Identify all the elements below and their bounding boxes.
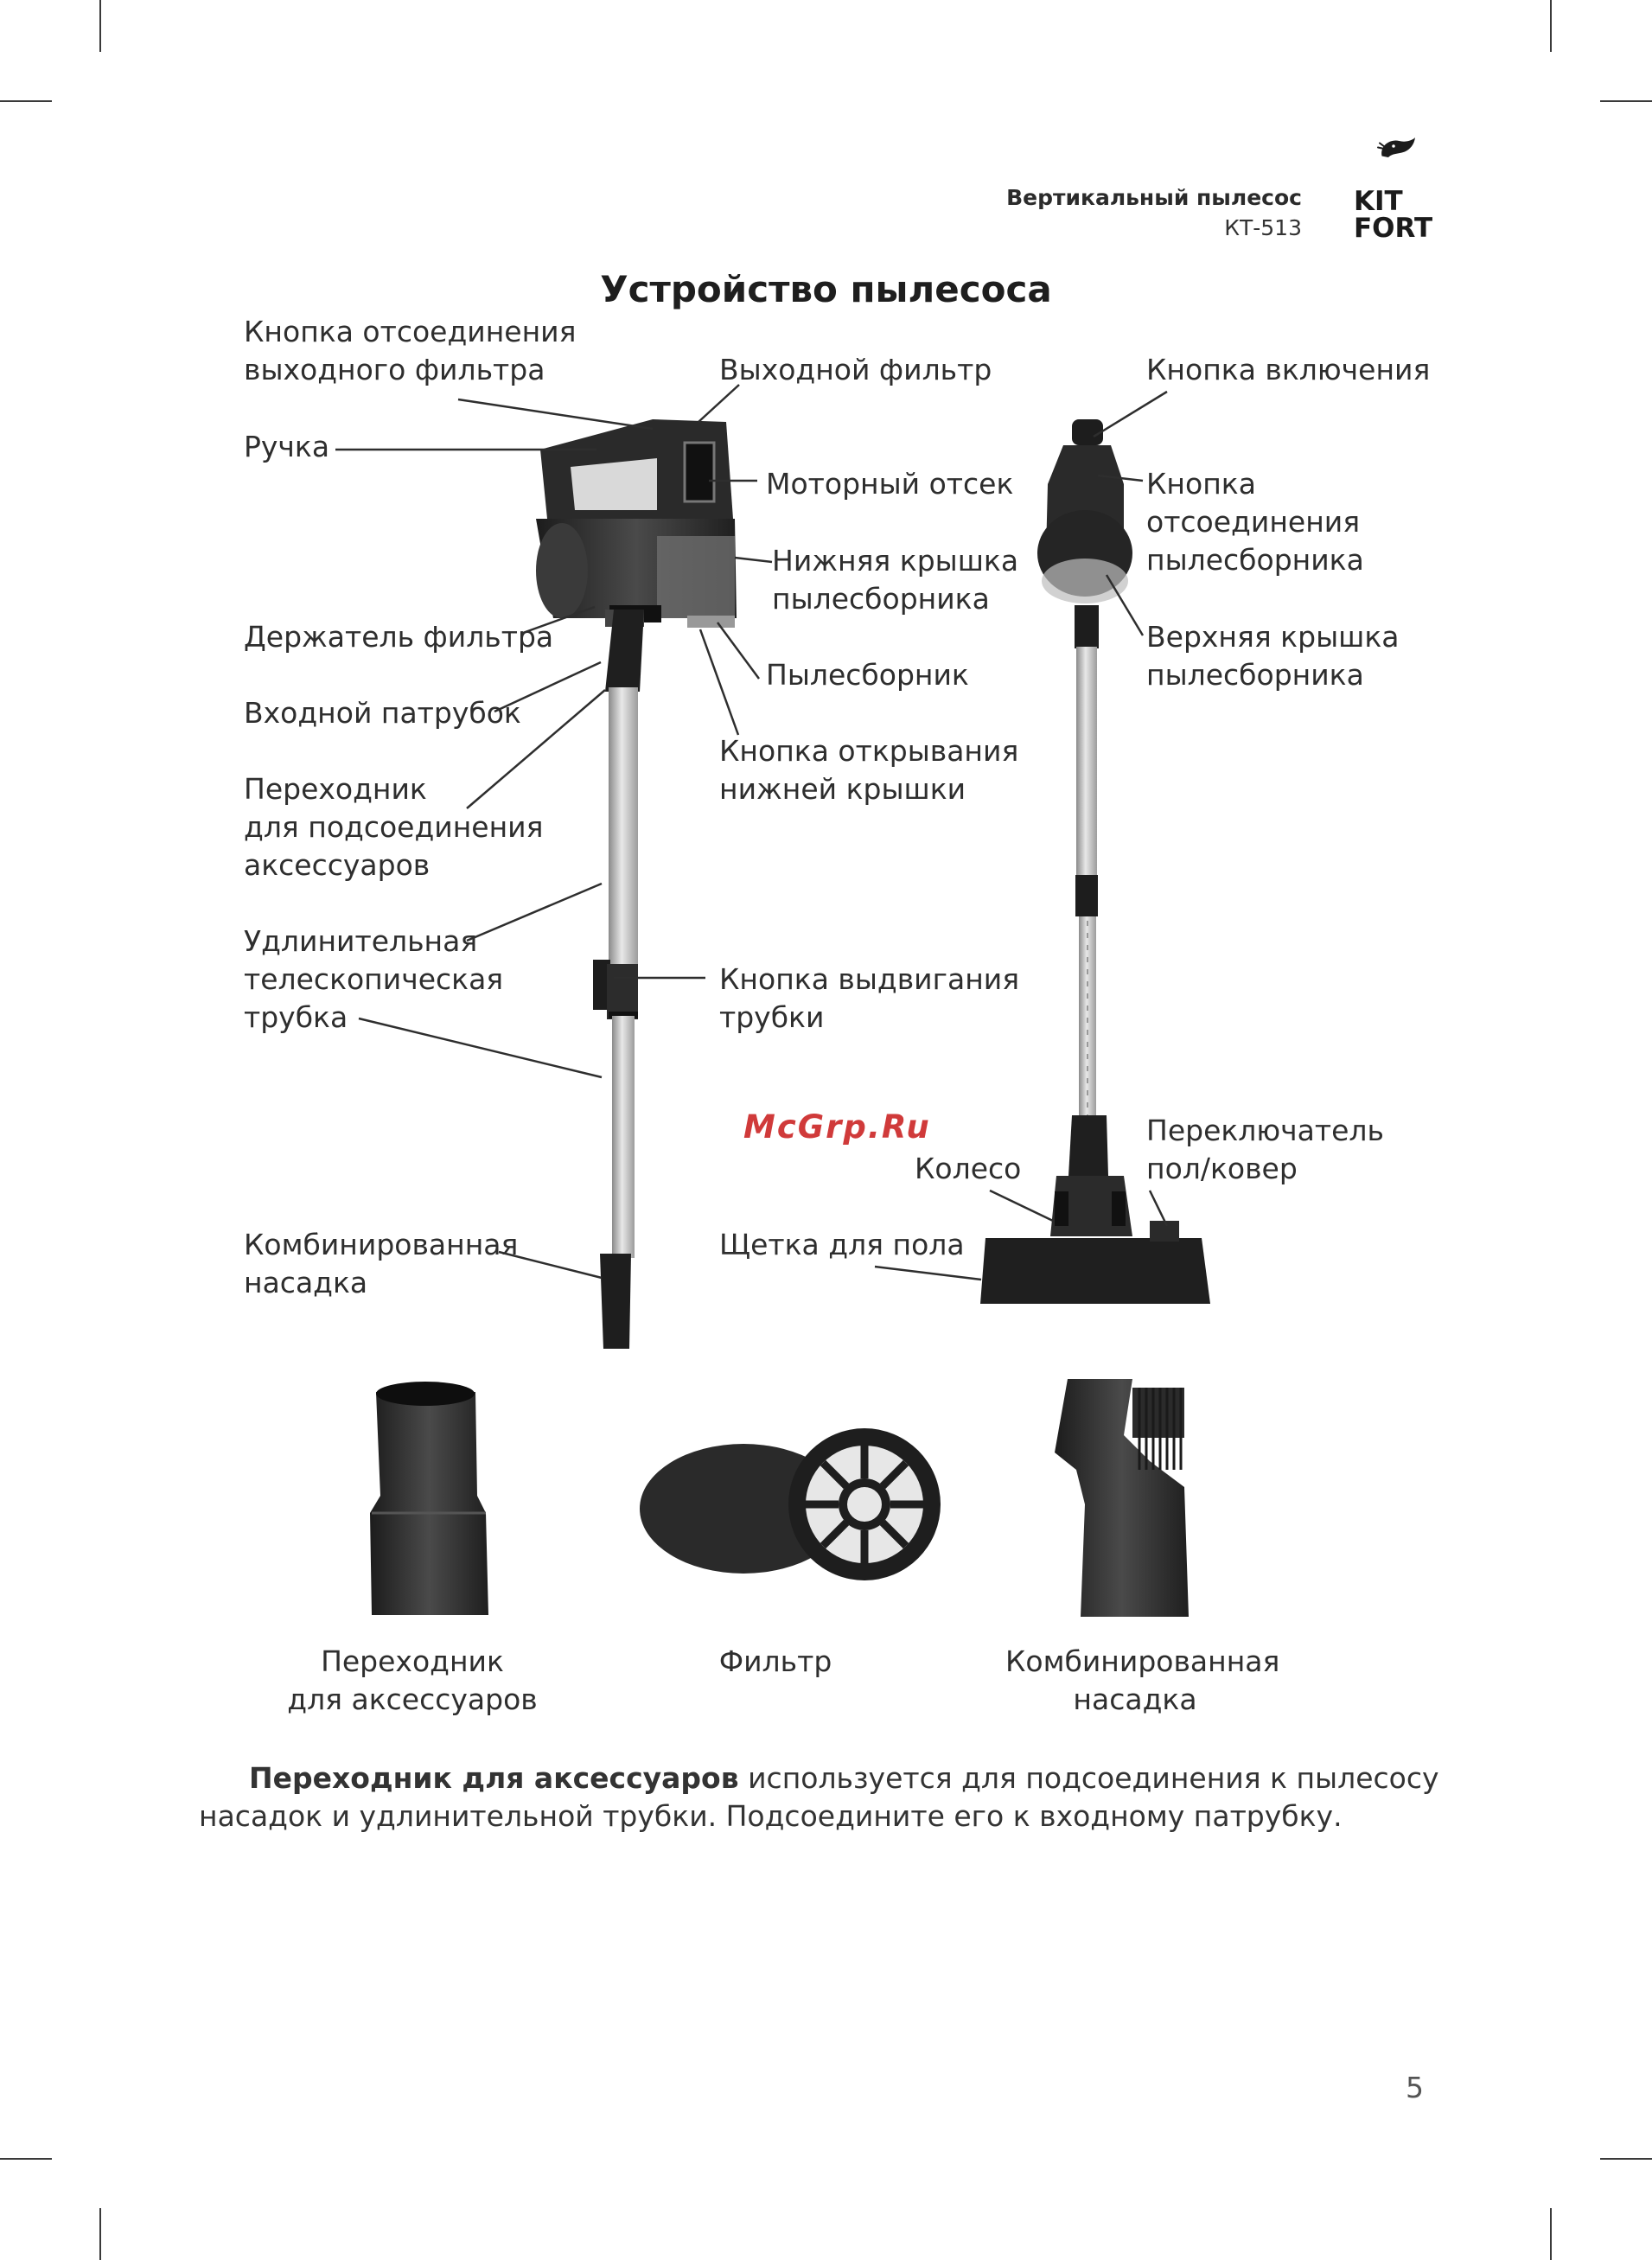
label-line: насадка <box>1073 1682 1197 1716</box>
label-wheel: Колесо <box>915 1150 1021 1188</box>
crop-mark <box>99 2208 101 2260</box>
label-motor-compartment: Моторный отсек <box>766 465 1013 503</box>
label-line: пылесборника <box>772 582 990 616</box>
leader-lines <box>335 384 1169 1281</box>
crop-mark <box>1600 100 1652 102</box>
label-line: Переходник <box>321 1644 504 1678</box>
brand-line-1: KIT <box>1354 186 1403 217</box>
crop-mark <box>1550 2208 1552 2260</box>
label-line: отсоединения <box>1146 505 1361 539</box>
kitfort-logo-text: KIT FORT <box>1354 188 1432 242</box>
watermark: McGrp.Ru <box>743 1108 931 1146</box>
kitfort-logo-icon <box>1377 137 1415 157</box>
label-line: Переходник <box>244 772 427 806</box>
label-line: Переключатель <box>1146 1114 1384 1147</box>
crop-mark <box>0 2158 52 2160</box>
label-line: Выходной фильтр <box>719 353 992 386</box>
label-line: насадка <box>244 1266 368 1299</box>
label-inlet: Входной патрубок <box>244 694 521 732</box>
crop-mark <box>0 100 52 102</box>
label-bottom-cover: Нижняя крышка пылесборника <box>772 542 1018 618</box>
label-line: Фильтр <box>718 1644 832 1678</box>
paragraph-text: используется для подсоединения к пылесос… <box>199 1761 1439 1833</box>
label-line: пол/ковер <box>1146 1152 1298 1185</box>
label-line: телескопическая <box>244 962 504 996</box>
label-telescopic-tube: Удлинительная телескопическая трубка <box>244 923 503 1037</box>
accessory-combo-nozzle-image <box>1055 1379 1189 1617</box>
label-filter-release-button: Кнопка отсоединения выходного фильтра <box>244 313 576 389</box>
label-line: пылесборника <box>1146 543 1364 577</box>
label-exhaust-filter: Выходной фильтр <box>719 351 992 389</box>
label-line: Ручка <box>244 430 330 463</box>
label-filter-holder: Держатель фильтра <box>244 618 553 656</box>
label-bin-release-button: Кнопка отсоединения пылесборника <box>1146 465 1364 579</box>
caption-adapter: Переходник для аксессуаров <box>283 1643 542 1719</box>
label-line: аксессуаров <box>244 848 431 882</box>
label-line: Кнопка включения <box>1146 353 1431 386</box>
page-number: 5 <box>1406 2071 1424 2104</box>
label-line: Верхняя крышка <box>1146 620 1400 654</box>
label-line: Щетка для пола <box>719 1228 965 1261</box>
label-dust-bin: Пылесборник <box>766 656 969 694</box>
label-floor-brush: Щетка для пола <box>719 1226 965 1264</box>
page-title: Устройство пылесоса <box>600 268 1052 310</box>
brand-line-2: FORT <box>1354 213 1433 244</box>
label-line: Пылесборник <box>766 658 969 692</box>
paragraph-bold-term: Переходник для аксессуаров <box>249 1761 739 1795</box>
label-line: Кнопка открывания <box>719 734 1019 768</box>
accessory-filter-image <box>640 1428 941 1580</box>
label-floor-carpet-switch: Переключатель пол/ковер <box>1146 1112 1384 1188</box>
label-line: Комбинированная <box>1005 1644 1280 1678</box>
label-line: Кнопка отсоединения <box>244 315 577 348</box>
label-line: выходного фильтра <box>244 353 545 386</box>
label-line: трубки <box>719 1000 825 1034</box>
caption-combo-nozzle: Комбинированная насадка <box>1005 1643 1280 1719</box>
label-combo-nozzle: Комбинированная насадка <box>244 1226 518 1302</box>
label-top-cover: Верхняя крышка пылесборника <box>1146 618 1399 694</box>
label-line: нижней крышки <box>719 772 966 806</box>
vacuum-side-view <box>536 419 737 1349</box>
label-power-button: Кнопка включения <box>1146 351 1430 389</box>
label-line: Входной патрубок <box>244 696 521 730</box>
label-line: Колесо <box>915 1152 1022 1185</box>
label-line: Кнопка <box>1146 467 1256 501</box>
label-adapter: Переходник для подсоединения аксессуаров <box>244 770 543 884</box>
label-line: Удлинительная <box>244 924 478 958</box>
label-tube-release-button: Кнопка выдвигания трубки <box>719 961 1019 1037</box>
label-line: Кнопка выдвигания <box>719 962 1020 996</box>
product-model: КТ-513 <box>1224 215 1302 240</box>
accessory-adapter-image <box>370 1382 488 1615</box>
label-line: Моторный отсек <box>766 467 1014 501</box>
label-line: для подсоединения <box>244 810 544 844</box>
crop-mark <box>1600 2158 1652 2160</box>
label-line: Держатель фильтра <box>244 620 554 654</box>
label-line: для аксессуаров <box>287 1682 538 1716</box>
crop-mark <box>1550 0 1552 52</box>
label-line: трубка <box>244 1000 348 1034</box>
crop-mark <box>99 0 101 52</box>
label-line: Комбинированная <box>244 1228 519 1261</box>
label-line: Нижняя крышка <box>772 544 1019 578</box>
label-line: пылесборника <box>1146 658 1364 692</box>
product-title: Вертикальный пылесос <box>1006 185 1302 210</box>
description-paragraph: Переходник для аксессуаров используется … <box>199 1759 1444 1835</box>
label-handle: Ручка <box>244 428 329 466</box>
vacuum-front-view <box>980 419 1210 1304</box>
label-bottom-cover-button: Кнопка открывания нижней крышки <box>719 732 1018 808</box>
caption-filter: Фильтр <box>646 1643 905 1681</box>
